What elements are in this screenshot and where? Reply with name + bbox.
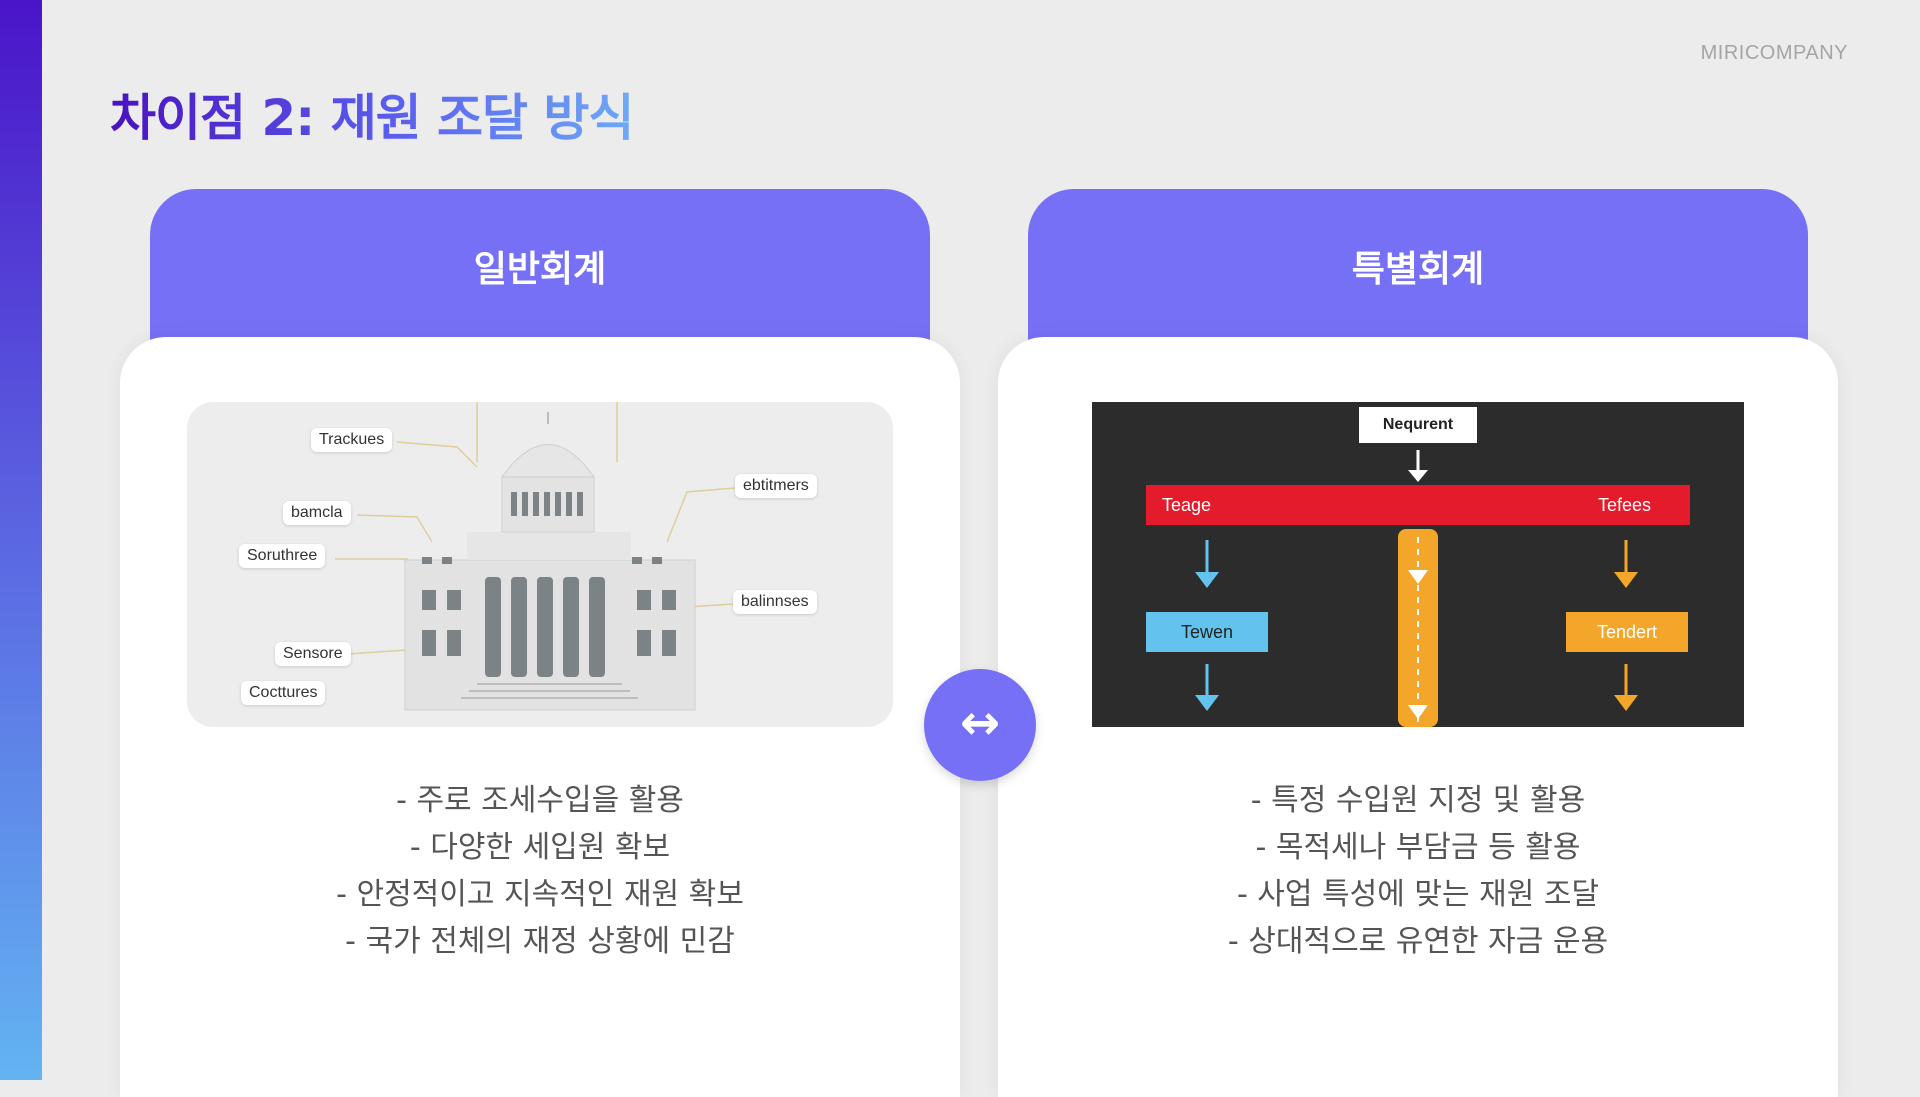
bullet-item: - 안정적이고 지속적인 재원 확보 [336, 877, 744, 912]
flow-red-bar [1146, 485, 1690, 525]
building-icon [335, 402, 736, 711]
flow-left-box: Tewen [1146, 612, 1268, 652]
bullet-item: - 상대적으로 유연한 자금 운용 [1227, 924, 1609, 959]
government-building-illustration: Trackues bamcla Soruthree Sensore Cocttu… [187, 402, 893, 727]
flow-arrows [1195, 450, 1638, 727]
illustration-label: Trackues [311, 428, 393, 452]
special-account-header: 특별회계 [1028, 189, 1808, 344]
bullet-item: - 특정 수입원 지정 및 활용 [1250, 783, 1586, 818]
flow-top-box: Nequrent [1359, 407, 1477, 443]
illustration-label: Cocttures [241, 681, 326, 705]
accent-side-bar [0, 0, 42, 1080]
flow-bar-right-label: Tefees [1598, 495, 1652, 515]
left-right-arrow-icon: ↔ [924, 669, 1036, 781]
flow-bar-left-label: Teage [1162, 495, 1212, 515]
general-account-card: Trackues bamcla Soruthree Sensore Cocttu… [120, 337, 960, 1097]
illustration-label: Soruthree [239, 544, 326, 568]
illustration-label: bamcla [283, 501, 351, 525]
brand-label: MIRICOMPANY [1700, 42, 1848, 64]
bullet-item: - 국가 전체의 재정 상황에 민감 [345, 924, 735, 959]
funding-flow-diagram: Nequrent Teage Tefees Tewen Tendert [1092, 402, 1744, 727]
special-account-card: Nequrent Teage Tefees Tewen Tendert - 특정… [998, 337, 1838, 1097]
flow-right-box: Tendert [1566, 612, 1688, 652]
bullet-item: - 다양한 세입원 확보 [409, 830, 671, 865]
illustration-label: balinnses [733, 590, 817, 614]
general-account-bullets: - 주로 조세수입을 활용 - 다양한 세입원 확보 - 안정적이고 지속적인 … [120, 777, 960, 965]
bullet-item: - 주로 조세수입을 활용 [396, 783, 684, 818]
illustration-label: Sensore [275, 642, 351, 666]
bullet-item: - 사업 특성에 맞는 재원 조달 [1236, 877, 1600, 912]
bullet-item: - 목적세나 부담금 등 활용 [1255, 830, 1581, 865]
special-account-bullets: - 특정 수입원 지정 및 활용 - 목적세나 부담금 등 활용 - 사업 특성… [998, 777, 1838, 965]
illustration-label: ebtitmers [735, 474, 817, 498]
general-account-header: 일반회계 [150, 189, 930, 344]
page-title: 차이점 2: 재원 조달 방식 [110, 78, 634, 150]
